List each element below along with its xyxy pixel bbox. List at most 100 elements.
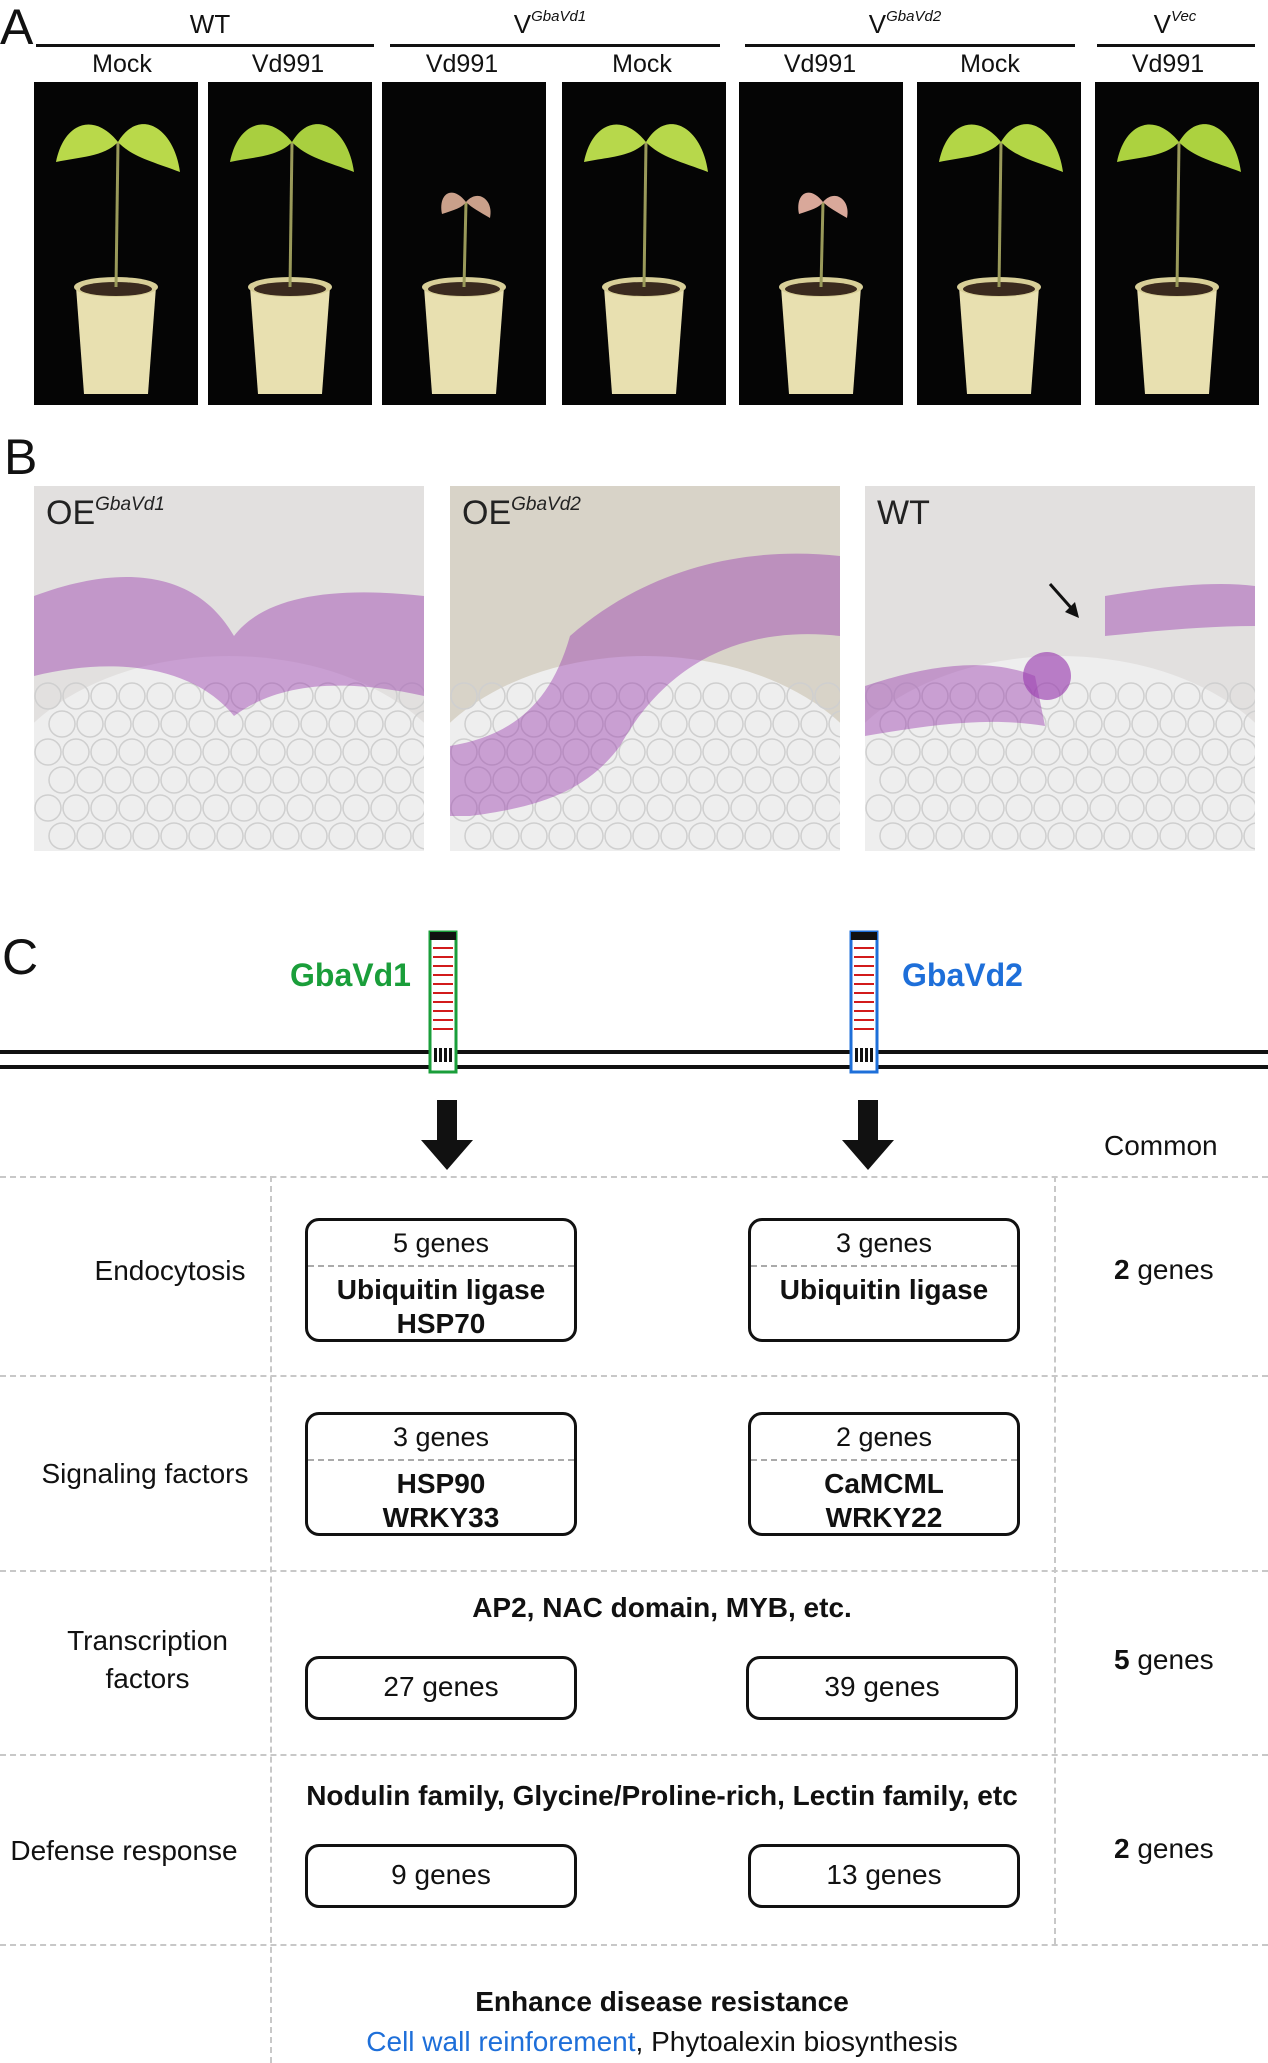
grid-line — [0, 1375, 1268, 1377]
leaf — [292, 124, 354, 172]
grid-line — [0, 1176, 1268, 1178]
gene-name: HSP70 — [396, 1308, 486, 1339]
conclusion-highlight: Cell wall reinforement — [366, 2026, 636, 2057]
group-line-vgbavd1 — [390, 44, 720, 47]
pot — [250, 287, 330, 394]
gene-name: Ubiquitin ligase — [779, 1274, 989, 1305]
gene2-locus-icon — [849, 930, 879, 1074]
group-header-vgbavd2: VGbaVd2 — [868, 8, 942, 39]
lignin-stain — [865, 584, 1255, 736]
row-label-endocytosis: Endocytosis — [94, 1255, 246, 1286]
micrograph-label: WT — [877, 494, 930, 532]
leaf — [1001, 124, 1063, 172]
leaf — [646, 124, 708, 172]
gene-count: 2 genes — [751, 1415, 1017, 1461]
lignin-stain — [34, 576, 424, 716]
treatment-label: Vd991 — [783, 50, 857, 78]
gene-name: CaMCML — [824, 1468, 944, 1499]
group-line-vvec — [1097, 44, 1255, 47]
gene-count: 3 genes — [751, 1221, 1017, 1267]
panel-b-letter: B — [4, 429, 38, 485]
leaf — [939, 124, 1001, 162]
plant-photo — [208, 82, 372, 405]
grid-line — [0, 1944, 1268, 1946]
gene1-defense-box: 9 genes — [305, 1844, 577, 1908]
gene-count: 3 genes — [308, 1415, 574, 1461]
gene1-endocytosis-box: 5 genes Ubiquitin ligase HSP70 — [305, 1218, 577, 1342]
treatment-label: Mock — [960, 50, 1020, 78]
leaf — [1179, 124, 1241, 172]
panel-c-letter: C — [2, 929, 39, 985]
plant-photo — [562, 82, 726, 405]
micrograph-label: OEGbaVd1 — [46, 494, 165, 532]
common-endocytosis: 2 genes — [1114, 1254, 1214, 1285]
grid-line — [1054, 1176, 1056, 1944]
group-header-wt: WT — [189, 9, 231, 39]
tf-families: AP2, NAC domain, MYB, etc. — [472, 1592, 852, 1623]
plant-photo — [917, 82, 1081, 405]
grid-line — [0, 1570, 1268, 1572]
treatment-label: Mock — [612, 50, 672, 78]
group-header-vgbavd1: VGbaVd1 — [513, 8, 587, 39]
pot — [1137, 287, 1217, 394]
gene2-tf-box: 39 genes — [746, 1656, 1018, 1720]
lignin-stain — [450, 553, 840, 816]
leaf — [823, 195, 848, 218]
plant-photo — [34, 82, 198, 405]
defense-families: Nodulin family, Glycine/Proline-rich, Le… — [306, 1780, 1018, 1811]
gene2-defense-box: 13 genes — [748, 1844, 1020, 1908]
row-label-signaling-factors: Signaling factors — [41, 1458, 249, 1489]
grid-line — [0, 1754, 1268, 1756]
stem-section-micrograph: OEGbaVd1 — [34, 486, 424, 851]
common-tf: 5 genes — [1114, 1644, 1214, 1675]
panel-a-letter: A — [0, 0, 34, 55]
chromosome-diagram — [0, 930, 1268, 1074]
conclusion-rest: , Phytoalexin biosynthesis — [635, 2026, 958, 2057]
leaf — [1117, 124, 1179, 162]
group-line-wt — [36, 44, 374, 47]
leaf — [118, 124, 180, 172]
gene1-signaling-box: 3 genes HSP90 WRKY33 — [305, 1412, 577, 1536]
conclusion-title: Enhance disease resistance — [475, 1986, 849, 2017]
gene1-locus-icon — [428, 930, 458, 1074]
leaf — [584, 124, 646, 162]
grid-line — [270, 1176, 272, 2063]
gene-name: WRKY33 — [382, 1502, 500, 1533]
pot — [959, 287, 1039, 394]
treatment-label: Mock — [92, 50, 152, 78]
pot — [781, 287, 861, 394]
arrow-gene2 — [842, 1100, 894, 1170]
gene2-label: GbaVd2 — [902, 957, 1023, 993]
common-defense: 2 genes — [1114, 1833, 1214, 1864]
leaf — [56, 124, 118, 162]
pot — [76, 287, 156, 394]
pot — [604, 287, 684, 394]
row-label-transcription-factors: Transcription factors — [67, 1625, 228, 1694]
treatment-label: Vd991 — [425, 50, 499, 78]
arrow-icon — [1048, 583, 1079, 618]
pot — [424, 287, 504, 394]
treatment-label: Vd991 — [1131, 50, 1205, 78]
plant-photo — [739, 82, 903, 405]
arrow-gene1 — [421, 1100, 473, 1170]
gene-count: 5 genes — [308, 1221, 574, 1267]
gene-name: WRKY22 — [825, 1502, 943, 1533]
stem-section-micrograph: WT — [865, 486, 1255, 851]
leaf — [230, 124, 292, 162]
gene1-tf-box: 27 genes — [305, 1656, 577, 1720]
leaf — [441, 192, 466, 214]
micrograph-label: OEGbaVd2 — [462, 494, 581, 532]
stem-section-micrograph: OEGbaVd2 — [450, 486, 840, 851]
group-header-vvec: VVec — [1153, 8, 1197, 39]
gene1-label: GbaVd1 — [290, 957, 411, 993]
treatment-label: Vd991 — [251, 50, 325, 78]
gene2-endocytosis-box: 3 genes Ubiquitin ligase — [748, 1218, 1020, 1342]
gene2-signaling-box: 2 genes CaMCML WRKY22 — [748, 1412, 1020, 1536]
leaf — [798, 192, 823, 214]
conclusion-detail: Cell wall reinforement, Phytoalexin bios… — [270, 2026, 1054, 2058]
plant-photo — [382, 82, 546, 405]
plant-photo — [1095, 82, 1259, 405]
group-line-vgbavd2 — [745, 44, 1075, 47]
leaf — [466, 195, 491, 218]
row-label-defense-response: Defense response — [10, 1835, 238, 1866]
